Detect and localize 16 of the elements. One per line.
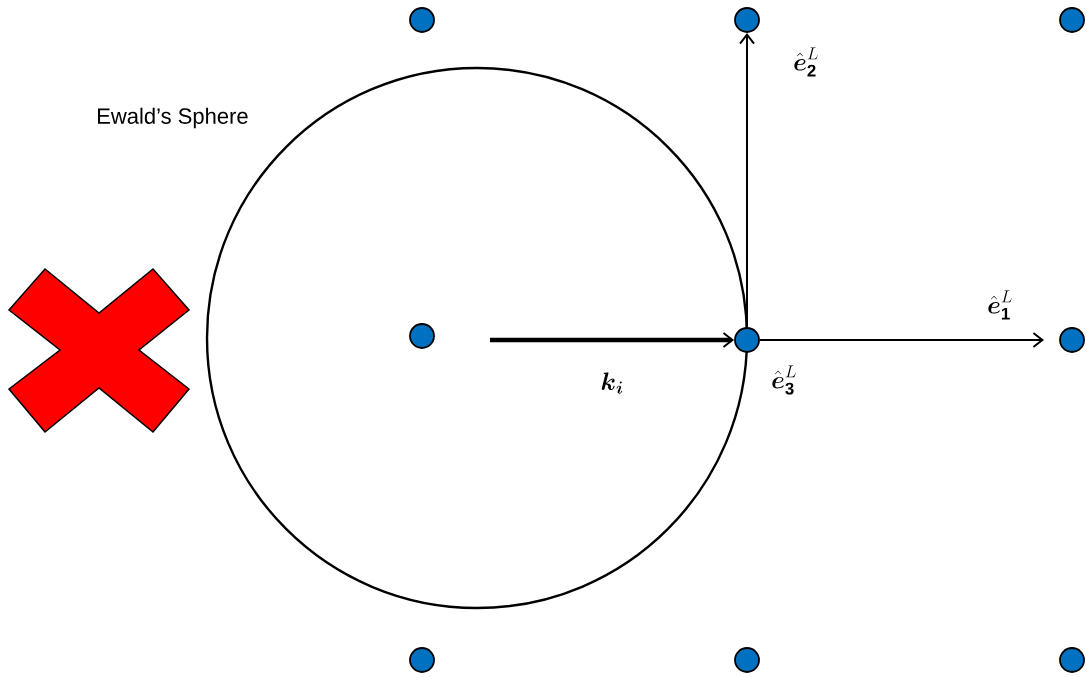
lattice-dot (409, 647, 435, 673)
edge-label: $\hat{\boldsymbol{e}}^{L}_{\mathbf{1}}$ (986, 289, 1014, 321)
arrow (490, 332, 735, 348)
lattice-dot (409, 7, 435, 33)
lattice-dot (1059, 647, 1085, 673)
lattice-dot (1059, 327, 1085, 353)
edge-label: $\hat{\boldsymbol{e}}^{L}_{\mathbf{2}}$ (792, 46, 820, 78)
vector-label: $\hat{\boldsymbol{e}}^{L}_{\mathbf{3}}$ (772, 365, 796, 395)
lattice-dot (409, 323, 435, 349)
lattice-dot (734, 7, 760, 33)
lattice-dot (734, 647, 760, 673)
edge-label: $\boldsymbol{k}_{\boldsymbol{i}}$ (599, 371, 625, 395)
arrow (739, 32, 755, 329)
lattice-dot (1059, 7, 1085, 33)
sphere-label: Ewald’s Sphere (98, 107, 248, 129)
arrow (758, 332, 1044, 348)
